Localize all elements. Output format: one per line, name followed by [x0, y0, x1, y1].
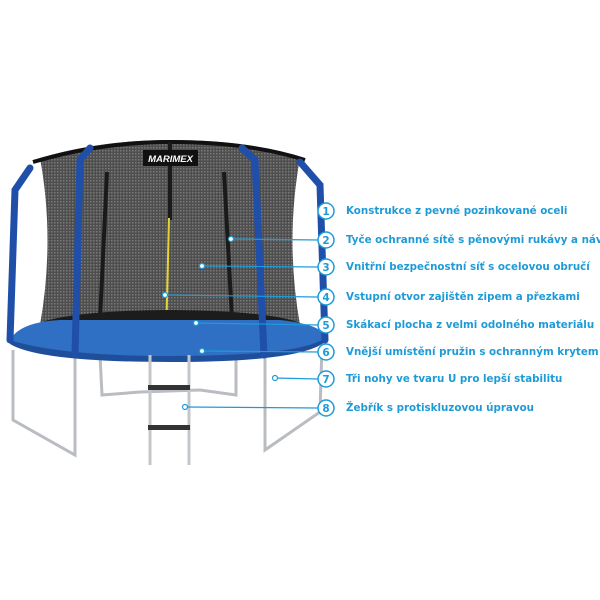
- callout-number: 7: [322, 374, 329, 386]
- leader-line: [201, 350, 319, 353]
- marimex-logo: MARIMEX: [143, 150, 198, 166]
- callout-number: 3: [322, 262, 329, 274]
- callout-number-badge: [317, 202, 335, 220]
- callout-number-badge: [317, 231, 335, 249]
- callout-label: Konstrukce z pevné pozinkované oceli: [346, 205, 568, 217]
- callout-dot: [271, 374, 279, 382]
- callout-number: 2: [322, 235, 329, 247]
- callout-number: 8: [322, 403, 329, 415]
- callout-dot: [161, 291, 169, 299]
- leader-line: [201, 265, 319, 268]
- leader-line: [184, 406, 319, 409]
- callout-label: Tyče ochranné sítě s pěnovými rukávy a n…: [346, 234, 600, 246]
- leader-line: [230, 238, 319, 241]
- callout-number: 1: [322, 206, 329, 218]
- leader-line: [164, 294, 319, 298]
- callout-number-badge: [317, 288, 335, 306]
- callout-number-badge: [317, 316, 335, 334]
- callout-label: Vnitřní bezpečnostní síť s ocelovou obru…: [346, 261, 590, 273]
- callout-number: 4: [322, 292, 329, 304]
- callout-number: 5: [322, 320, 329, 332]
- callout-label: Vstupní otvor zajištěn zipem a přezkami: [346, 291, 580, 303]
- callout-dot: [192, 319, 200, 327]
- spring-pad: [10, 320, 325, 360]
- net-poles: [6, 144, 329, 359]
- callout-dot: [227, 235, 235, 243]
- callout-label: Vnější umístění pružin s ochranným kryte…: [346, 346, 599, 358]
- leader-line: [274, 377, 319, 380]
- callout-number-badge: [317, 343, 335, 361]
- ladder: [148, 355, 191, 465]
- callout-number: 6: [322, 347, 329, 359]
- callout-number-badge: [317, 370, 335, 388]
- callout-dot: [198, 347, 206, 355]
- callout-dot: [181, 403, 189, 411]
- callout-label: Tři nohy ve tvaru U pro lepší stabilitu: [346, 373, 563, 385]
- leader-line: [195, 322, 319, 326]
- callout-label: Skákací plocha z velmi odolného materiál…: [346, 319, 595, 331]
- svg-text:MARIMEX: MARIMEX: [148, 154, 194, 165]
- callout-label: Žebřík s protiskluzovou úpravou: [346, 402, 534, 414]
- callout-dot: [198, 262, 206, 270]
- callout-number-badge: [317, 258, 335, 276]
- callout-number-badge: [317, 399, 335, 417]
